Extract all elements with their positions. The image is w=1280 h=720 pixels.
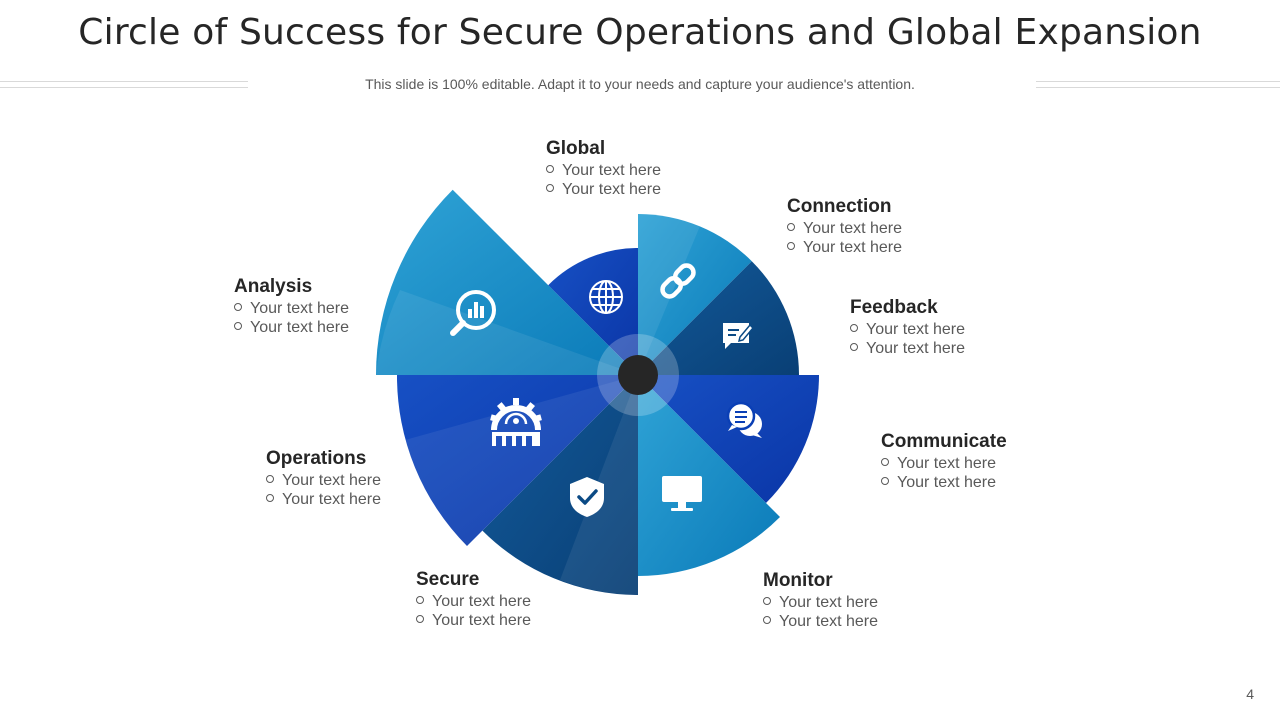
magnifier-chart-icon [450, 290, 496, 336]
label-operations: Operations Your text here Your text here [266, 447, 381, 509]
segment-communicate [638, 375, 819, 503]
monitor-icon [662, 476, 702, 511]
divider-line [0, 81, 248, 82]
bullet-item: Your text here [763, 593, 878, 612]
bullet-item: Your text here [546, 161, 661, 180]
segment-facet [405, 375, 638, 546]
bullet-item: Your text here [416, 611, 531, 630]
segment-secure [482, 375, 638, 596]
bullet-item: Your text here [546, 180, 661, 199]
shield-check-icon [570, 477, 604, 517]
bullet-item: Your text here [787, 238, 902, 257]
label-connection: Connection Your text here Your text here [787, 195, 902, 257]
slide-subtitle: This slide is 100% editable. Adapt it to… [365, 76, 915, 92]
label-secure: Secure Your text here Your text here [416, 568, 531, 630]
label-heading: Secure [416, 569, 480, 590]
link-icon [660, 263, 696, 299]
segment-facet [376, 290, 638, 375]
label-heading: Global [546, 138, 606, 159]
gear-icon [490, 398, 542, 446]
label-heading: Connection [787, 196, 892, 217]
bullet-item: Your text here [763, 612, 878, 631]
feedback-icon [723, 323, 755, 349]
segment-feedback [638, 261, 799, 375]
bullet-item: Your text here [787, 219, 902, 238]
bullet-item: Your text here [266, 490, 381, 509]
label-communicate: Communicate Your text here Your text her… [881, 430, 1007, 492]
segment-analysis [375, 189, 638, 375]
chat-bubbles-icon [726, 401, 762, 438]
label-heading: Monitor [763, 570, 833, 591]
label-heading: Operations [266, 448, 367, 469]
bullet-item: Your text here [881, 473, 1007, 492]
bullet-item: Your text here [266, 471, 381, 490]
segment-connection [638, 214, 752, 375]
divider-line [1036, 81, 1280, 82]
globe-icon [589, 280, 623, 314]
bullet-item: Your text here [234, 299, 349, 318]
label-heading: Communicate [881, 431, 1007, 452]
bullet-item: Your text here [416, 592, 531, 611]
label-feedback: Feedback Your text here Your text here [850, 296, 965, 358]
slide-title: Circle of Success for Secure Operations … [78, 12, 1202, 53]
label-heading: Feedback [850, 297, 938, 318]
bullet-item: Your text here [850, 320, 965, 339]
segment-operations [396, 375, 638, 546]
bullet-item: Your text here [850, 339, 965, 358]
page-number: 4 [1246, 686, 1254, 702]
label-monitor: Monitor Your text here Your text here [763, 569, 878, 631]
segment-global [548, 248, 638, 375]
label-global: Global Your text here Your text here [546, 137, 661, 199]
bullet-item: Your text here [234, 318, 349, 337]
segment-monitor [638, 375, 780, 576]
divider-line [1036, 87, 1280, 88]
label-heading: Analysis [234, 276, 313, 297]
hub-center [618, 355, 658, 395]
divider-line [0, 87, 248, 88]
bullet-item: Your text here [881, 454, 1007, 473]
label-analysis: Analysis Your text here Your text here [234, 275, 349, 337]
